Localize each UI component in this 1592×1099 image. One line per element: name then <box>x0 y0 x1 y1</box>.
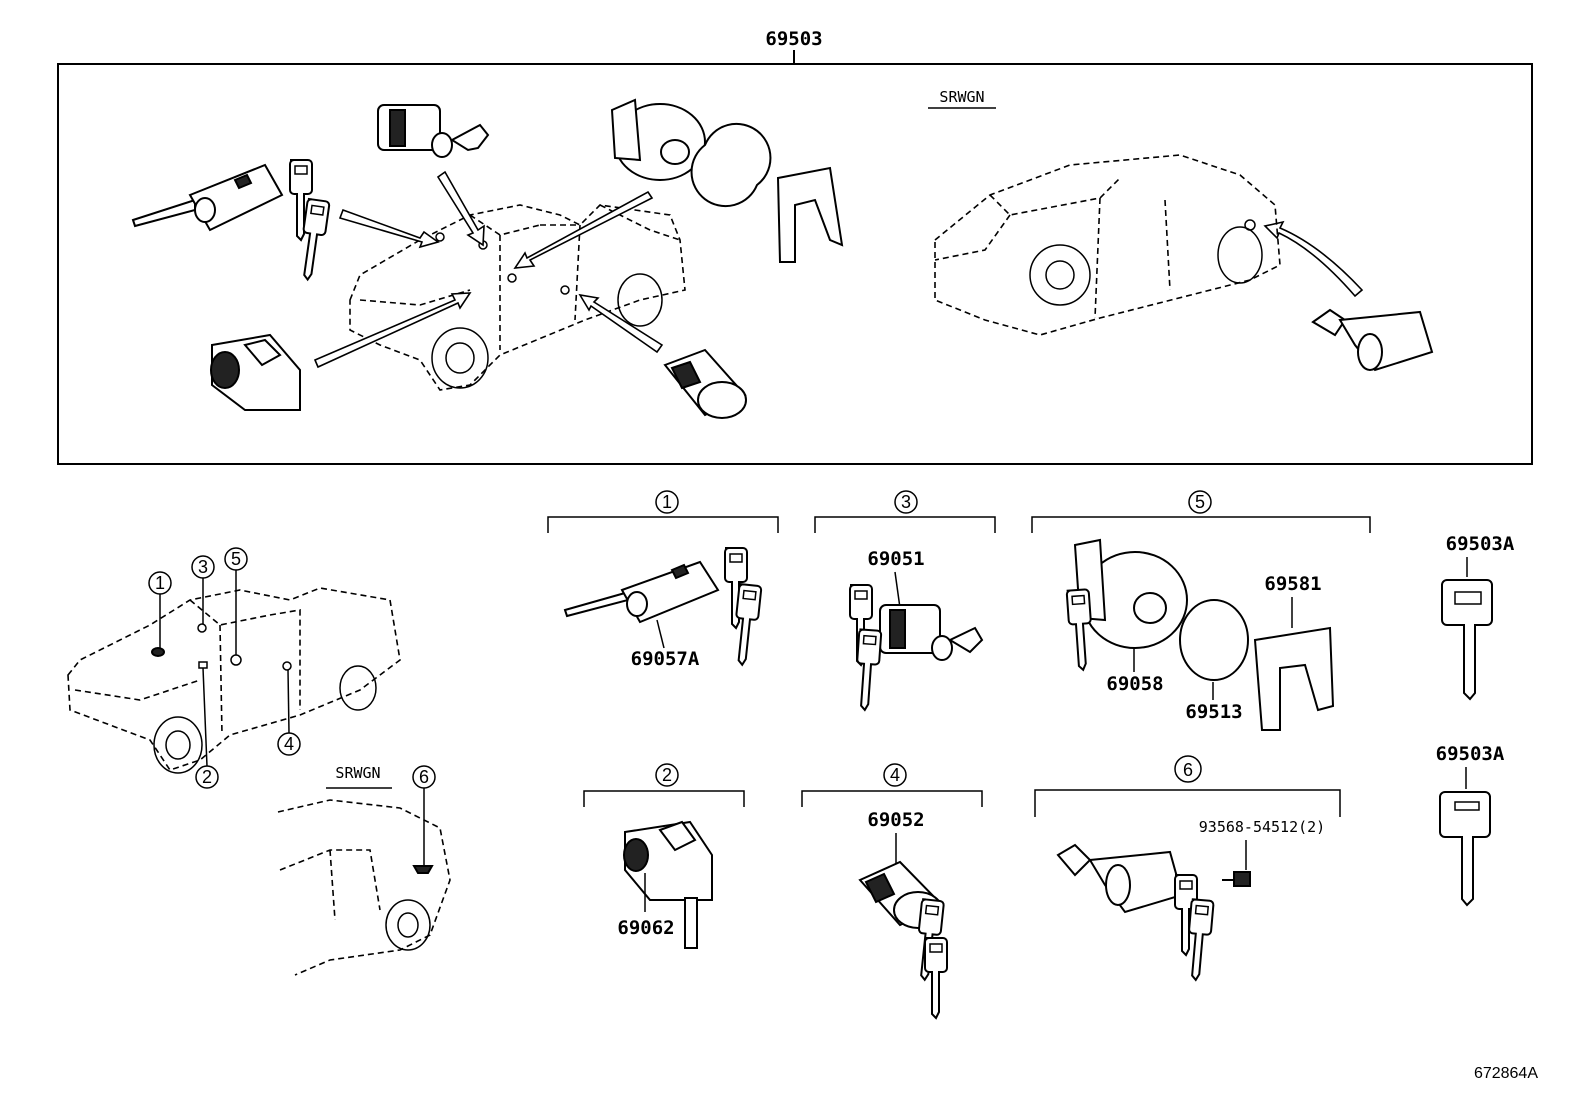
lock-retainer-clip[interactable] <box>1253 626 1335 731</box>
lock-retainer-ring[interactable] <box>1178 599 1250 681</box>
group-4-marker: 4 <box>890 765 900 785</box>
index-marker-6[interactable]: 6 <box>412 765 436 874</box>
part-69503A-1: 69503A <box>1446 533 1515 555</box>
part-69052[interactable]: 69052 <box>867 809 924 831</box>
assembly-part-number: 69503 <box>765 28 822 50</box>
part-69503A-2: 69503A <box>1436 743 1505 765</box>
assembly-box: 69503 SRWGN <box>57 28 1533 465</box>
part-69057A[interactable]: 69057A <box>631 648 700 670</box>
hood-lock-top <box>210 333 301 411</box>
index-truck-view: 1 2 3 4 5 <box>67 547 401 789</box>
door-lock-cylinder[interactable] <box>849 584 984 712</box>
key-blank-1[interactable]: 69503A <box>1441 533 1515 701</box>
group-5: 5 69058 69513 69581 <box>1031 490 1371 731</box>
glove-box-lock-cylinder[interactable] <box>1065 538 1188 672</box>
bolt[interactable] <box>1222 871 1251 887</box>
svg-text:5: 5 <box>231 549 241 569</box>
ignition-cylinder-top <box>131 159 331 283</box>
svg-text:3: 3 <box>198 557 208 577</box>
back-door-lock-top <box>1311 308 1434 372</box>
index-marker-1[interactable]: 1 <box>148 571 172 657</box>
callout-arrows <box>313 170 1364 369</box>
index-marker-5[interactable]: 5 <box>224 547 248 666</box>
svg-text:4: 4 <box>284 734 294 754</box>
part-69581[interactable]: 69581 <box>1264 573 1321 595</box>
group-4: 4 69052 <box>801 763 983 1019</box>
part-69051[interactable]: 69051 <box>867 548 924 570</box>
suv-illustration <box>934 154 1281 336</box>
svg-text:1: 1 <box>155 573 165 593</box>
group-1: 1 69057A <box>547 490 779 670</box>
index-variant-label: SRWGN <box>335 764 380 782</box>
group-2-marker: 2 <box>662 765 672 785</box>
door-lock-cylinder-top-2 <box>663 348 747 419</box>
group-6: 6 93568-54512(2) <box>1034 755 1341 982</box>
hood-lock-cylinder[interactable] <box>623 820 713 949</box>
svg-text:6: 6 <box>419 767 429 787</box>
part-69513[interactable]: 69513 <box>1185 701 1242 723</box>
part-93568-54512[interactable]: 93568-54512(2) <box>1199 818 1325 836</box>
group-6-marker: 6 <box>1183 760 1193 780</box>
figure-reference: 672864A <box>1474 1065 1538 1082</box>
part-69062[interactable]: 69062 <box>617 917 674 939</box>
key-blank-2[interactable]: 69503A <box>1436 743 1505 907</box>
group-2: 2 69062 <box>583 763 745 949</box>
ignition-lock-cylinder[interactable] <box>563 547 763 667</box>
group-3: 3 69051 <box>814 490 996 712</box>
group-3-marker: 3 <box>901 492 911 512</box>
index-marker-2[interactable]: 2 <box>195 661 219 789</box>
assembly-variant-label: SRWGN <box>939 88 984 106</box>
group-5-marker: 5 <box>1195 492 1205 512</box>
back-door-lock-cylinder[interactable] <box>1056 843 1215 982</box>
door-lock-cylinder-top <box>377 104 490 158</box>
index-marker-4[interactable]: 4 <box>277 661 301 756</box>
svg-text:2: 2 <box>202 767 212 787</box>
group-1-marker: 1 <box>662 492 672 512</box>
assembly-frame <box>57 63 1533 465</box>
part-69058[interactable]: 69058 <box>1106 673 1163 695</box>
index-marker-3[interactable]: 3 <box>191 555 215 633</box>
index-suv-view: SRWGN 6 <box>277 764 451 976</box>
door-lock-cylinder-2[interactable] <box>858 860 948 1019</box>
glove-box-lock-top <box>610 98 844 263</box>
